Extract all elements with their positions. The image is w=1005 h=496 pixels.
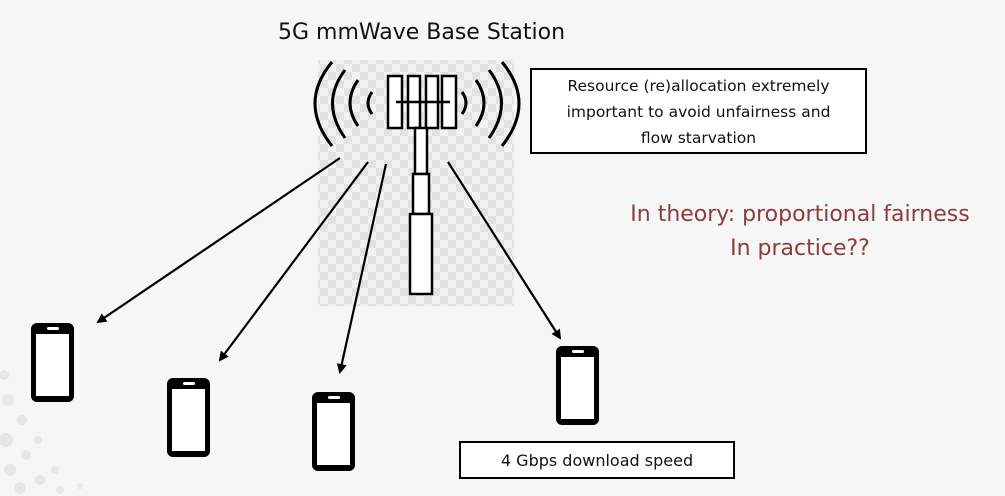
radio-wave-icon (313, 61, 374, 147)
arrow-icon (336, 163, 388, 374)
download-speed-label: 4 Gbps download speed (459, 441, 735, 479)
smartphone-icon (31, 323, 74, 402)
slide-title: 5G mmWave Base Station (278, 20, 566, 45)
resource-allocation-callout: Resource (re)allocation extremely import… (530, 68, 867, 154)
signal-arrows (96, 157, 562, 374)
arrow-icon (218, 161, 369, 362)
smartphone-icon (556, 346, 599, 425)
arrow-icon (96, 157, 341, 324)
cell-tower-icon (313, 61, 521, 296)
fairness-statement: In theory: proportional fairness In prac… (600, 198, 1000, 266)
theory-line: In theory: proportional fairness (630, 202, 970, 227)
radio-wave-icon (460, 61, 521, 147)
smartphone-icon (312, 392, 355, 471)
callout-line: flow starvation (640, 129, 757, 147)
smartphone-icon (167, 378, 210, 457)
callout-line: important to avoid unfairness and (566, 103, 831, 121)
decorative-dots (0, 370, 83, 494)
practice-line: In practice?? (730, 236, 870, 261)
arrow-icon (447, 161, 562, 340)
callout-line: Resource (re)allocation extremely (567, 77, 830, 95)
